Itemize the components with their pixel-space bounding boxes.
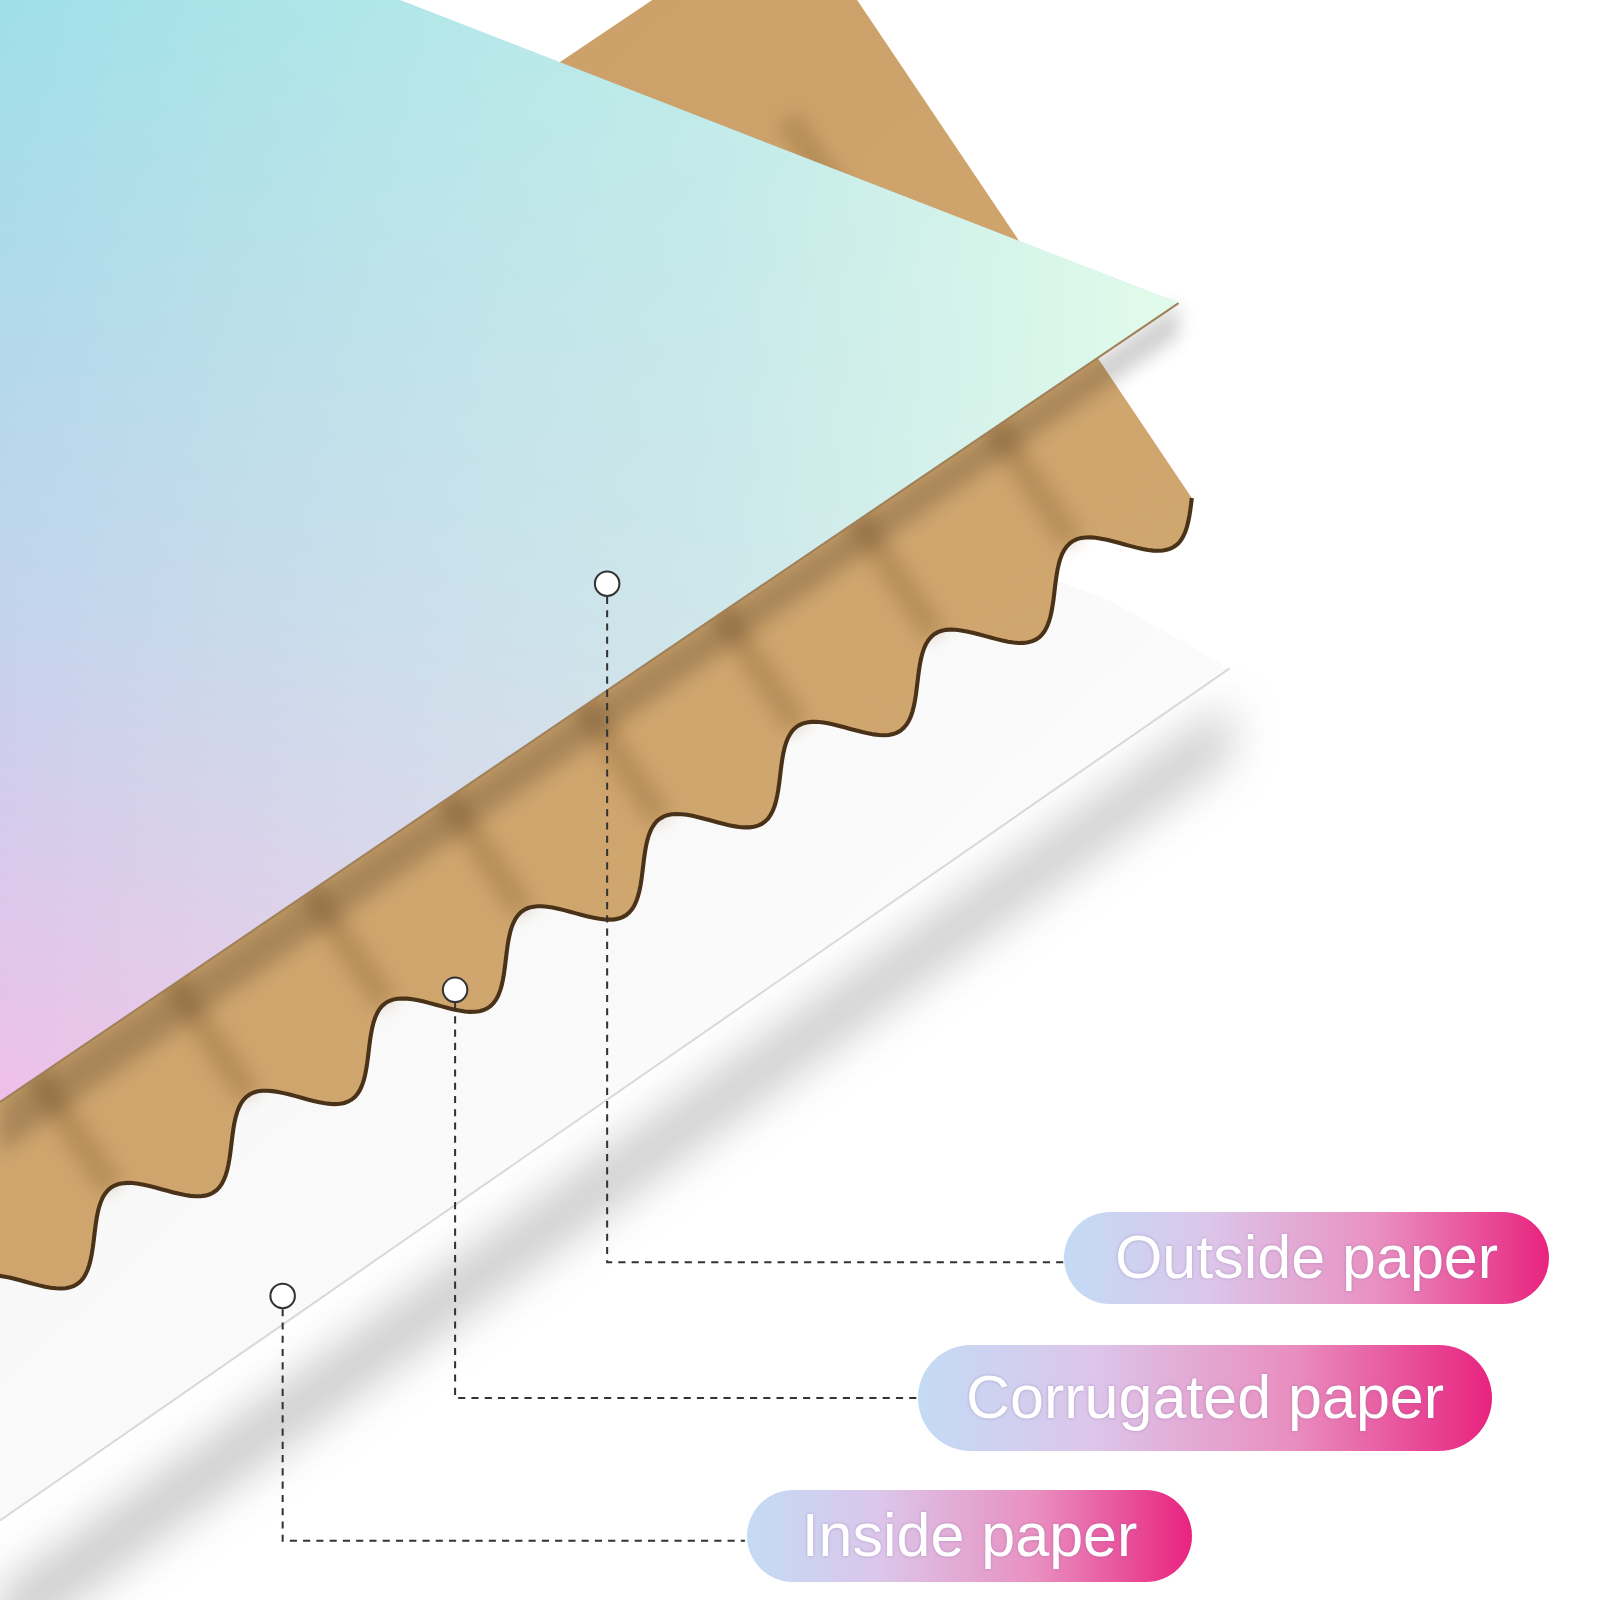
layer-label: Outside paper (1115, 1224, 1498, 1291)
outside-sheet (0, 0, 1179, 1102)
leader-dot (595, 571, 619, 595)
label-pill: Outside paper (1064, 1212, 1549, 1304)
leader-line (455, 1003, 916, 1398)
outside-sheet-sheen (0, 0, 1179, 1102)
leader-line (283, 1309, 745, 1541)
leader-line (607, 597, 1064, 1262)
layer-label: Inside paper (802, 1502, 1138, 1569)
label-pill: Inside paper (747, 1490, 1192, 1582)
outside-sheet-edge (0, 303, 1179, 1102)
label-pill: Corrugated paper (918, 1345, 1492, 1451)
leader-dot (443, 978, 467, 1002)
layer-label: Corrugated paper (966, 1364, 1444, 1431)
corrugated-body (0, 0, 1192, 1319)
leader-dot (270, 1284, 294, 1308)
corrugated-layer (0, 0, 1192, 1319)
